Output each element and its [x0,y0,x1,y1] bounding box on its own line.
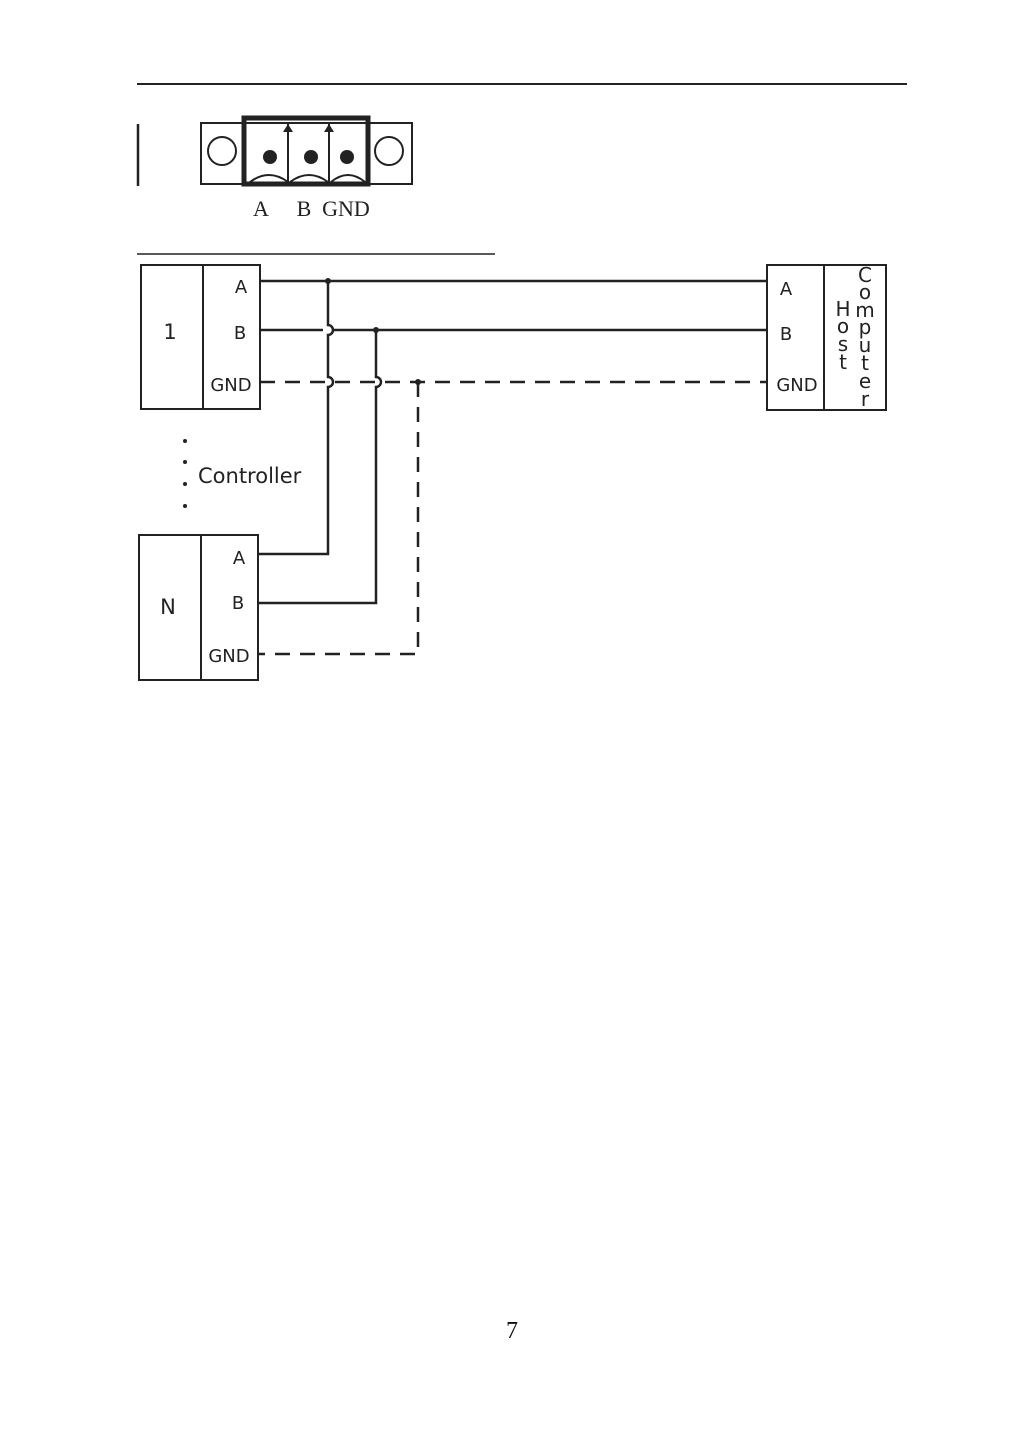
host-body [823,264,887,411]
ellipsis-dot-1 [183,439,187,443]
host-label-host-o: o [837,314,849,338]
controller-1: 1 A B GND [140,264,261,410]
connector-label-b: B [297,196,312,221]
controller-n-pin-b: B [232,593,244,614]
connector-label-a: A [253,196,269,221]
host-label-host-t: t [839,350,847,374]
host-label-computer-c: C [858,263,872,287]
terminal-block [241,115,371,187]
host-pin-a: A [780,279,793,300]
host-label-host-h: H [835,297,850,321]
terminal-arrow-1-icon [283,124,293,132]
page-number: 7 [506,1318,518,1344]
host-computer: A B GND H o s t C o m p u t e r [766,263,887,411]
controller-1-pin-a: A [235,277,248,298]
ellipsis-dot-2 [183,460,187,464]
controller-1-label: 1 [163,320,176,344]
mount-hole-right-icon [374,136,404,166]
wire-gnd-drop [258,382,420,656]
terminal-connector-illustration: A B GND [136,115,495,255]
terminal-clamp-3 [330,174,366,183]
host-pin-gnd: GND [776,375,817,396]
wiring [258,278,767,656]
host-label-computer-t: t [861,351,869,375]
mount-hole-left-icon [207,136,237,166]
controller-n-terminal [200,534,259,681]
terminal-screw-b-icon [304,150,318,164]
controller-n: N A B GND [138,534,259,681]
terminal-screw-gnd-icon [340,150,354,164]
host-label-computer-m: m [855,298,874,322]
host-pin-b: B [780,324,792,345]
wire-a-drop [258,281,335,556]
host-label-computer-r: r [861,387,870,411]
controller-n-pin-gnd: GND [208,646,249,667]
host-label-computer-o: o [859,280,871,304]
host-label-computer-u: u [859,333,872,357]
controller-ellipsis: Controller [183,439,302,508]
controller-1-terminal [202,264,261,410]
connector-label-gnd: GND [322,196,370,221]
terminal-clamp-1 [249,174,289,183]
terminal-arrow-2-icon [324,124,334,132]
wire-b-drop [258,330,383,605]
ellipsis-dot-4 [183,504,187,508]
controller-n-label: N [160,595,176,619]
junction-b-icon [373,327,379,333]
controller-group-label: Controller [198,464,302,488]
terminal-clamp-2 [289,174,329,183]
junction-gnd-icon [415,379,421,385]
host-label-host-s: s [838,332,848,356]
terminal-screw-a-icon [263,150,277,164]
controller-n-pin-a: A [233,548,246,569]
controller-1-pin-b: B [234,323,246,344]
controller-1-pin-gnd: GND [210,375,251,396]
host-label-computer-e: e [859,369,871,393]
host-label-computer-p: p [859,315,872,339]
junction-a-icon [325,278,331,284]
ellipsis-dot-3 [183,482,187,486]
